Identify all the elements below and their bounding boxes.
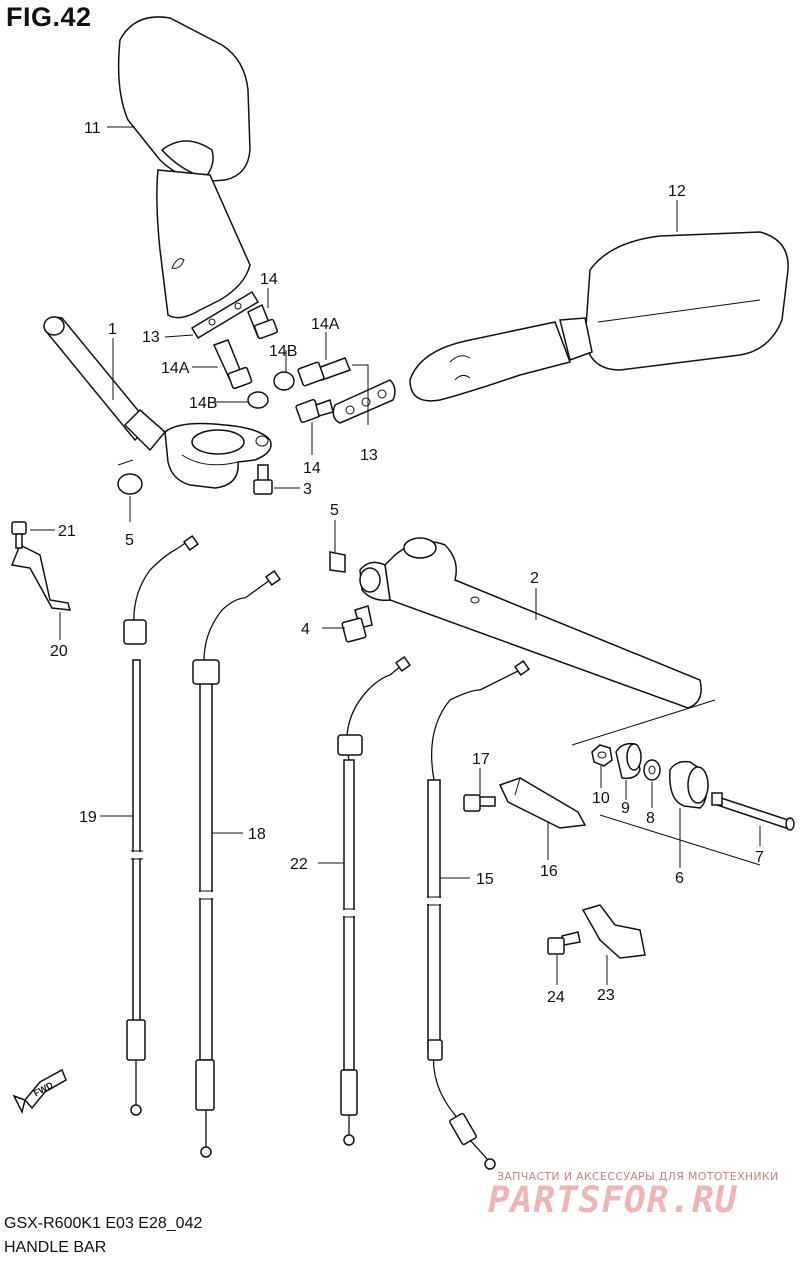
callout-14B-upper: 14B	[269, 343, 297, 360]
watermark-logo: PARTSFOR.RU	[488, 1180, 738, 1221]
balancer-weight-part-6	[669, 760, 709, 809]
callout-16: 16	[540, 863, 558, 880]
callout-21: 21	[58, 523, 76, 540]
callout-3: 3	[303, 481, 312, 498]
leader-lines	[30, 126, 761, 985]
end-cap-part-5-left	[117, 473, 143, 495]
clamp-part-16	[498, 777, 587, 829]
bolt-part-14-upper	[247, 303, 278, 340]
balancer-spacer-part-9	[615, 742, 642, 780]
cable-part-22	[337, 655, 412, 1146]
callout-labels: 11 12 1 13 14 14A 14B 14A 14B 14 13 3 5 …	[50, 120, 764, 1006]
callout-4: 4	[301, 621, 310, 638]
figure-name: HANDLE BAR	[4, 1239, 107, 1256]
bolt-part-4	[341, 605, 373, 643]
callout-18: 18	[248, 826, 266, 843]
callout-13-right: 13	[360, 447, 378, 464]
callout-6: 6	[675, 870, 684, 887]
clamp-part-23	[581, 904, 646, 959]
callout-7: 7	[755, 849, 764, 866]
callout-12: 12	[668, 183, 686, 200]
callout-15: 15	[476, 871, 494, 888]
cable-break-marks	[130, 850, 442, 918]
handlebar-right-part-2	[359, 537, 702, 709]
bolt-part-3	[253, 464, 273, 495]
callout-5-left: 5	[125, 532, 134, 549]
callout-2: 2	[530, 570, 539, 587]
mirror-left-part-11	[117, 16, 251, 319]
cable-part-15	[427, 659, 531, 1170]
handlebar-left-part-1	[43, 316, 272, 489]
bolt-part-14A-right	[297, 357, 351, 387]
callout-22: 22	[290, 856, 308, 873]
model-code: GSX-R600K1 E03 E28_042	[4, 1215, 203, 1232]
callout-17: 17	[472, 751, 490, 768]
watermark-tagline: ЗАПЧАСТИ И АКСЕССУАРЫ ДЛЯ МОТОТЕХНИКИ	[497, 1170, 779, 1183]
cable-part-19	[123, 534, 200, 1116]
callout-14A-left: 14A	[161, 360, 190, 377]
figure-title: FIG.42	[6, 2, 92, 32]
callout-1: 1	[108, 321, 117, 338]
bolt-part-14-lower	[295, 398, 334, 424]
balancer-washer-part-8	[643, 759, 661, 781]
bolt-part-17	[463, 794, 496, 812]
callout-20: 20	[50, 643, 68, 660]
callout-14-upper: 14	[260, 271, 278, 288]
bracket-part-20	[10, 543, 72, 611]
plate-part-13-right	[332, 379, 396, 424]
break-line	[571, 699, 716, 746]
callout-14B-lower: 14B	[189, 395, 217, 412]
callout-8: 8	[646, 810, 655, 827]
mirror-right-part-12	[409, 231, 789, 402]
callout-14-lower: 14	[303, 460, 321, 477]
bolt-part-24	[547, 931, 581, 955]
callout-11: 11	[84, 120, 101, 137]
balancer-screw-part-7	[711, 792, 795, 831]
balancer-nut-part-10	[591, 744, 613, 767]
bolt-part-21	[11, 521, 27, 549]
callout-14A-right: 14A	[311, 316, 340, 333]
forward-direction-arrow: FWD	[12, 1068, 67, 1115]
callout-5-right: 5	[330, 502, 339, 519]
callout-24: 24	[547, 989, 565, 1006]
callout-13-left: 13	[142, 329, 160, 346]
callout-19: 19	[79, 809, 97, 826]
callout-9: 9	[621, 800, 630, 817]
bolt-part-14A-left	[212, 339, 253, 390]
collar-part-14B-upper	[273, 371, 295, 391]
plate-part-13-left	[190, 290, 260, 340]
collar-part-14B-lower	[247, 391, 269, 409]
end-cap-part-5-right	[329, 551, 346, 573]
cable-part-18	[192, 569, 282, 1158]
callout-10: 10	[592, 790, 610, 807]
callout-23: 23	[597, 987, 615, 1004]
